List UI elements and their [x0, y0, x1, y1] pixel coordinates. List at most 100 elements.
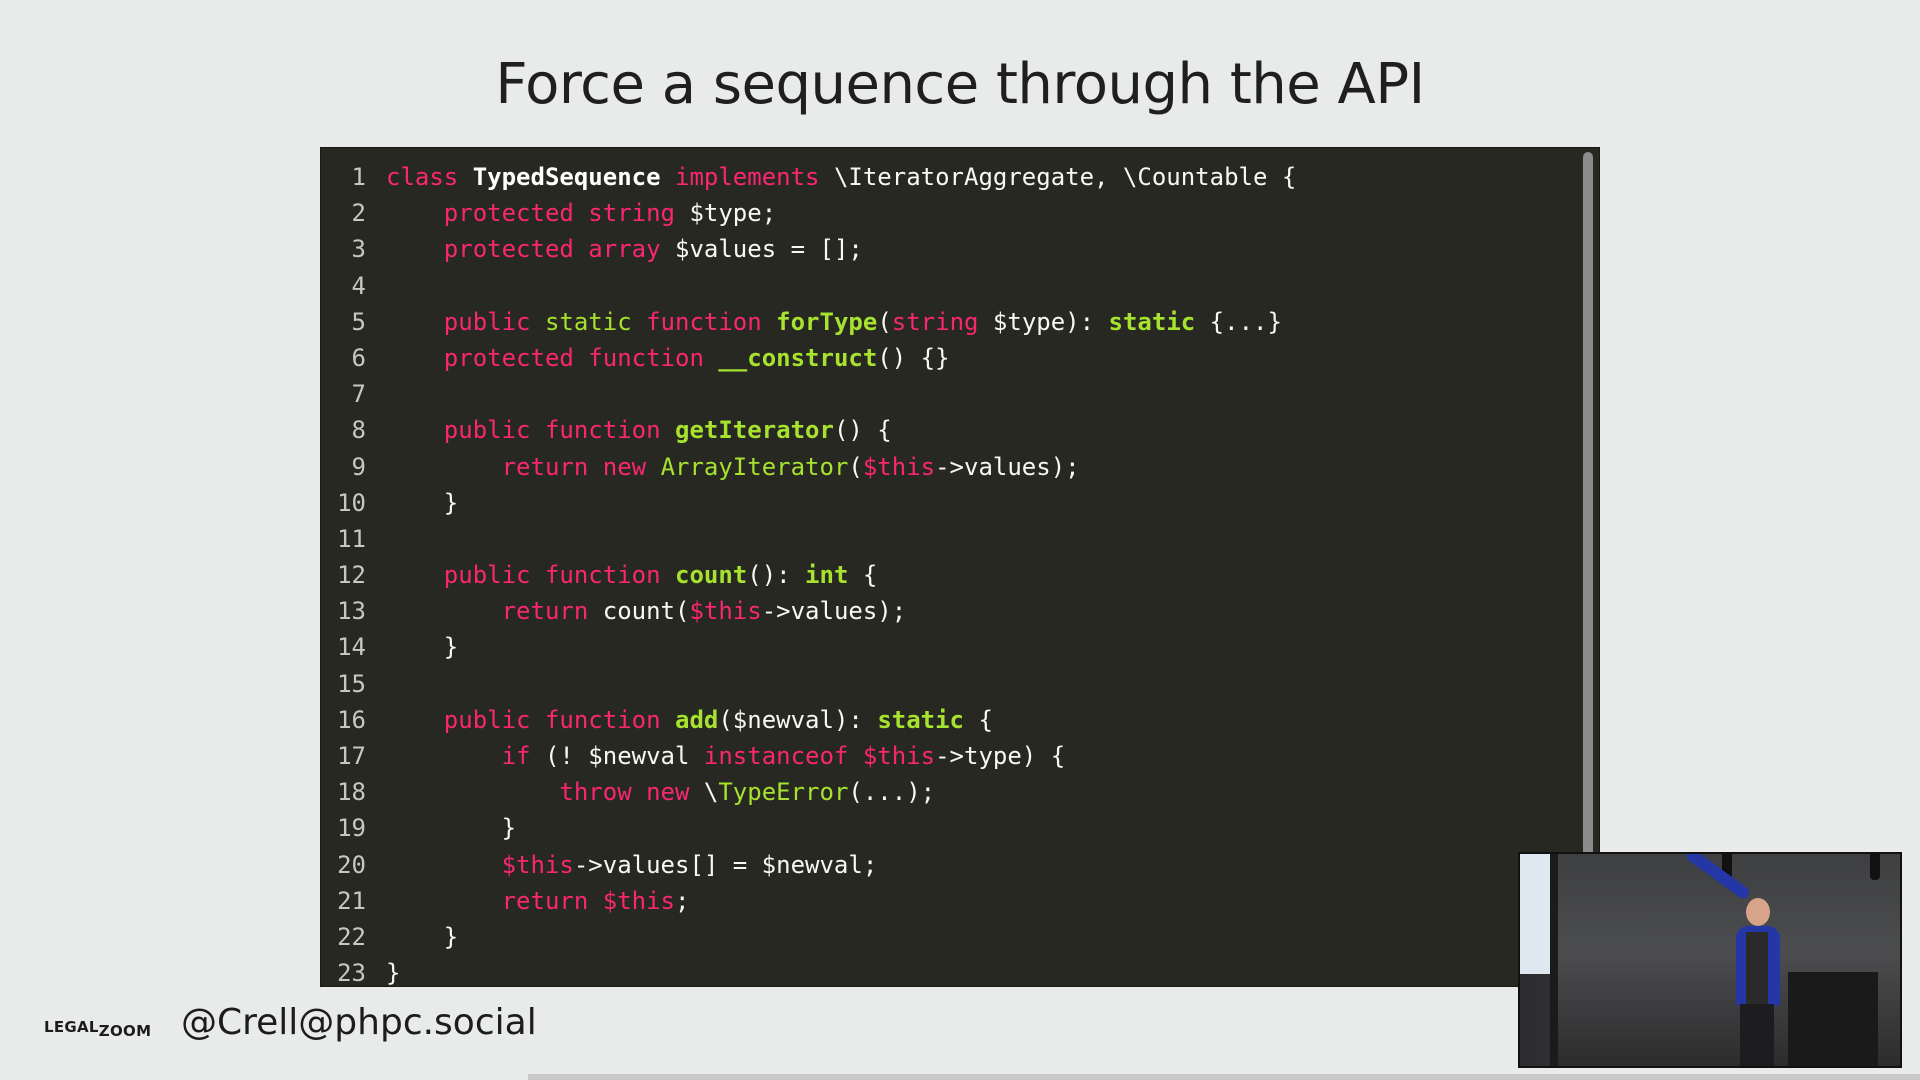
code-token: ( [848, 452, 863, 481]
line-number: 9 [351, 452, 366, 481]
code-token [762, 308, 776, 336]
code-token: count [675, 561, 748, 590]
line-number: 7 [351, 380, 366, 409]
code-token [661, 561, 675, 589]
code-token: } [386, 633, 459, 662]
code-token [574, 199, 588, 227]
code-token [386, 416, 444, 444]
code-line: 11 [321, 521, 1296, 557]
code-token: ($newval): [718, 705, 878, 734]
code-line: 19 } [321, 810, 1296, 846]
code-token [386, 308, 444, 336]
code-token [632, 778, 646, 806]
code-line: 4 [321, 268, 1296, 304]
ceiling-light-icon [1722, 854, 1732, 880]
code-token: $values = []; [660, 235, 863, 264]
code-token: \IteratorAggregate, \Countable { [819, 163, 1297, 191]
legalzoom-logo: LEGALZOOM [44, 1018, 151, 1040]
code-token [386, 887, 502, 915]
code-token: array [588, 235, 661, 264]
code-token: } [386, 922, 459, 951]
speaker-legs [1740, 1004, 1774, 1066]
code-token: protected [443, 343, 574, 372]
code-token: if [501, 742, 531, 770]
code-token: $this [501, 850, 574, 879]
slide-title: Force a sequence through the API [495, 52, 1425, 117]
code-line: 18 throw new \TypeError(...); [321, 774, 1296, 810]
code-token: protected [443, 235, 574, 264]
code-token [848, 742, 862, 770]
code-line: 2 protected string $type; [321, 195, 1296, 231]
code-token: forType [776, 307, 878, 336]
code-line: 5 public static function forType(string … [321, 304, 1296, 340]
code-token [661, 706, 675, 734]
code-token [646, 453, 660, 481]
code-line: 3 protected array $values = []; [321, 231, 1296, 267]
code-token: function [646, 307, 762, 336]
code-token: } [386, 814, 517, 843]
code-token: static [1108, 307, 1196, 336]
code-line: 21 return $this; [321, 883, 1296, 919]
code-line: 14 } [321, 629, 1296, 665]
line-number: 11 [337, 524, 366, 553]
code-token: ->type) { [935, 742, 1066, 770]
code-line: 22 } [321, 919, 1296, 955]
code-token: ->values[] = $newval; [573, 850, 878, 879]
code-token: TypeError [718, 778, 849, 807]
code-token [574, 344, 588, 372]
code-token: getIterator [675, 416, 834, 445]
code-token: protected [443, 199, 574, 228]
line-number: 5 [351, 307, 366, 336]
code-token [574, 235, 588, 263]
code-token: __construct [718, 343, 878, 372]
code-token: ; [675, 886, 690, 915]
logo-text-sub: ZOOM [98, 1022, 152, 1040]
code-line: 17 if (! $newval instanceof $this->type)… [321, 738, 1296, 774]
code-token: return [501, 886, 589, 915]
code-token [531, 561, 545, 589]
speaker-handle: @Crell@phpc.social [181, 1002, 537, 1043]
code-token [386, 235, 444, 263]
code-line: 16 public function add($newval): static … [321, 702, 1296, 738]
code-line: 10 } [321, 485, 1296, 521]
code-token [661, 163, 675, 191]
code-token: } [386, 959, 401, 988]
code-token: { [964, 705, 993, 734]
code-token: () {} [877, 343, 950, 372]
line-number: 22 [337, 922, 366, 951]
screen-frame [1550, 854, 1558, 1066]
code-token: function [544, 705, 661, 734]
ceiling-light-icon [1870, 854, 1880, 880]
code-token: function [544, 416, 661, 445]
code-token [386, 706, 444, 734]
code-token [704, 344, 718, 372]
code-token: (! $newval [530, 742, 704, 770]
code-token: ->values); [761, 597, 907, 626]
line-number: 3 [351, 235, 366, 264]
logo-text-main: LEGAL [44, 1018, 99, 1036]
code-token: string [891, 307, 979, 336]
code-token: class [386, 163, 459, 191]
code-line: 9 return new ArrayIterator($this->values… [321, 449, 1296, 485]
code-token [458, 163, 472, 191]
code-scrollbar[interactable] [1583, 152, 1593, 862]
code-token: ->values); [935, 452, 1080, 481]
speaker-video [1518, 852, 1902, 1068]
code-line: 12 public function count(): int { [321, 557, 1296, 593]
code-token [386, 778, 559, 806]
code-token: public [443, 416, 531, 445]
code-token [632, 308, 646, 336]
code-token [531, 706, 545, 734]
speaker-vest [1746, 932, 1768, 1004]
projector-screen-edge [1520, 854, 1550, 974]
code-token: ( [877, 307, 892, 336]
code-token: TypedSequence [472, 163, 661, 191]
code-token: static [544, 307, 632, 336]
code-token: () { [833, 416, 892, 445]
code-token: {...} [1195, 307, 1282, 336]
code-token: { [848, 561, 878, 590]
code-token [531, 416, 545, 444]
podium [1788, 972, 1878, 1066]
line-number: 17 [337, 742, 366, 770]
line-number: 8 [351, 416, 366, 445]
